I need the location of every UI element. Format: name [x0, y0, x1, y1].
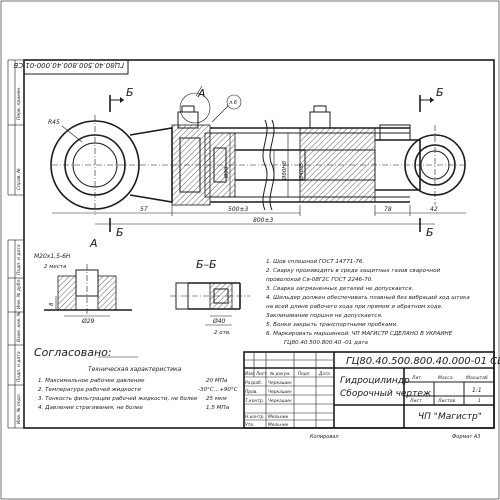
lit-header: Лит.	[411, 375, 423, 381]
side-label-5: Подп. и дата	[16, 244, 22, 275]
tech-spec-title: Техническая характеристика	[88, 366, 182, 373]
top-label-1: Справ. №	[16, 168, 22, 190]
dim-d40f8: Ø40f8	[298, 163, 305, 181]
dim-78: 78	[384, 206, 392, 213]
dim-r45: R45	[48, 119, 60, 126]
dim-d29: Ø29	[81, 318, 95, 325]
col-header: Лист	[255, 371, 267, 376]
role-label: Н.контр.	[245, 414, 265, 420]
role-person: Черкашин	[268, 398, 292, 404]
section-bb-title: Б–Б	[196, 258, 217, 271]
tech-spec-table: 1. Максимальное рабочее давление 20 МПа …	[38, 378, 238, 411]
col-header: Изм.	[245, 371, 255, 376]
role-label: Разраб.	[245, 380, 262, 386]
tech-row-label: 2. Температура рабочей жидкости	[38, 387, 141, 393]
note-line: ГЦ80.40.500.800.40 -01 дата	[284, 340, 369, 346]
section-b-left-top: Б	[126, 86, 134, 99]
dim-d90: Ø90	[223, 166, 230, 179]
title-name-1: Гидроцилиндр	[340, 376, 410, 386]
section-b-left-bottom: Б	[116, 226, 124, 239]
col-header: № докум.	[269, 371, 291, 376]
detail-a-title: А	[89, 237, 98, 250]
note-line: 5. Бонки закрыть транспортными пробками.	[266, 322, 398, 328]
scale-value: 1:1	[472, 387, 482, 394]
left-margin-columns	[7, 59, 24, 429]
title-roles: Разраб. Черкашин Пров. Черкашин Т.контр.…	[245, 380, 292, 428]
dim-42: 42	[430, 206, 438, 213]
role-label: Утв.	[245, 422, 254, 428]
role-person: Мельник	[268, 422, 289, 428]
dim-800: 800±3	[253, 217, 273, 224]
tech-row-value: 20 МПа	[206, 378, 228, 384]
role-label: Т.контр.	[245, 398, 264, 404]
dim-thread: М20х1,5-6Н	[34, 253, 71, 260]
dim-2-holes: 2 отв.	[214, 330, 231, 336]
section-b-right-bottom: Б	[426, 226, 434, 239]
title-right-cells: Лит. Масса Масштаб 1:1 Лист Листов 1	[409, 375, 488, 404]
section-bb-view	[170, 282, 250, 326]
dim-d80h8: Ø80Н8	[281, 161, 288, 181]
side-label-2: Подп. и дата	[16, 351, 22, 382]
rotated-doc-code: ГЦ80.40.500.800.40.000-01 СБ	[13, 61, 124, 69]
section-b-right-top: Б	[436, 86, 444, 99]
title-doc-code: ГЦ80.40.500.800.40.000-01 СБ	[346, 356, 500, 367]
rotated-code-box	[23, 59, 129, 75]
note-line: 6. Маркировать маршинкой: ЧП МАГИСТР СДЕ…	[266, 331, 453, 337]
format-label: Формат А3	[452, 434, 480, 440]
dim-places2: 2 места	[44, 264, 67, 270]
balloon-label: л.6	[228, 100, 237, 106]
dimension-lines	[52, 205, 466, 225]
note-line: 4. Шильдер должен обеспечивать плавный б…	[266, 295, 470, 301]
tech-row-label: 1. Максимальное рабочее давление	[38, 378, 145, 384]
dim-d40: Ø40	[212, 318, 226, 325]
mass-header: Масса	[438, 375, 453, 381]
note-line: 1. Шов сплошной ГОСТ 14771-76.	[266, 259, 364, 265]
sheets-value: 1	[478, 398, 481, 404]
detail-a-view	[44, 264, 132, 317]
note-line: 2. Сварку производить в среде защитных г…	[266, 268, 441, 274]
title-name-2: Сборочный чертеж	[340, 389, 432, 399]
role-person: Мельник	[268, 414, 289, 420]
dim-500: 500±3	[228, 206, 248, 213]
dim-57: 57	[140, 206, 148, 213]
note-line: 3. Сварка загрязненных деталей не допуск…	[266, 286, 414, 292]
top-label-2: Перв. примен.	[16, 86, 22, 120]
role-person: Черкашин	[268, 389, 292, 395]
col-header: Дата	[318, 371, 330, 376]
side-label-4: Инв. № дубл.	[16, 278, 22, 309]
col-header: Подп.	[298, 371, 311, 376]
dim-8: 8	[49, 302, 55, 306]
sheet-label: Лист	[409, 398, 422, 404]
tech-row-value: 1,5 МПа	[206, 405, 230, 411]
tech-row-label: 4. Давление страгивания, не более	[38, 405, 143, 411]
side-label-1: Инв. № подл.	[16, 393, 22, 424]
section-a-top: А	[197, 87, 206, 100]
scale-header: Масштаб	[466, 375, 488, 381]
side-label-3: Взам. инв. №	[16, 311, 22, 342]
tech-row-value: 25 мкм	[206, 396, 227, 402]
technical-notes: 1. Шов сплошной ГОСТ 14771-76. 2. Сварку…	[266, 259, 470, 346]
role-person: Черкашин	[268, 380, 292, 386]
title-col-headers: Изм. Лист № докум. Подп. Дата	[245, 371, 330, 376]
cylinder-main-view	[50, 85, 466, 232]
tech-row-label: 3. Тонкость фильтрации рабочей жидкости,…	[38, 396, 198, 402]
note-line: Заклинивание поршня не допускается.	[266, 313, 383, 319]
agreed-label: Согласовано:	[34, 346, 112, 359]
copied-label: Копировал	[310, 434, 339, 440]
title-company: ЧП "Магистр"	[418, 412, 482, 422]
note-line: на всей длине рабочего хода при прямом и…	[266, 304, 443, 310]
sheets-label: Листов	[437, 398, 455, 404]
title-block	[243, 351, 495, 429]
note-line: проволокой Св-08Г2С ГОСТ 2246-70.	[266, 277, 373, 283]
tech-row-value: -30°С...+90°С	[198, 387, 238, 393]
role-label: Пров.	[245, 389, 258, 395]
